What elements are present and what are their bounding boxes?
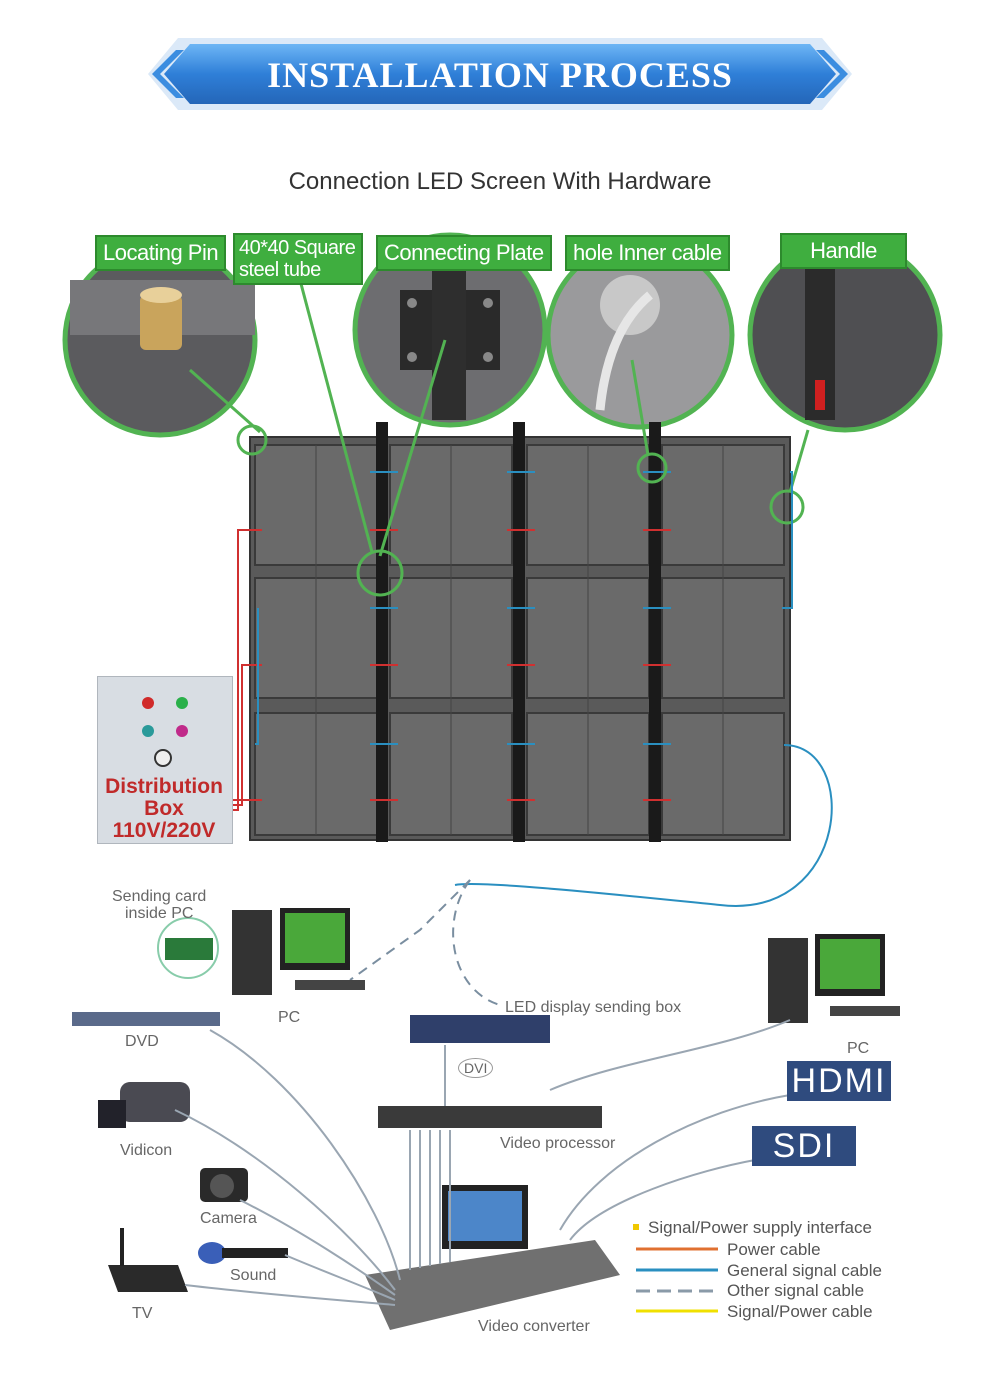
pc-left-label: PC: [278, 1009, 301, 1026]
square-tube-label-line2: steel tube: [239, 259, 321, 281]
page-title: INSTALLATION PROCESS: [267, 55, 733, 95]
inner-cable-label: hole Inner cable: [565, 235, 730, 271]
power-cables: [232, 529, 262, 811]
red-indicator-icon: [142, 697, 154, 709]
teal-indicator-icon: [142, 725, 154, 737]
magenta-indicator-icon: [176, 725, 188, 737]
sending-card-graphic: [157, 917, 219, 979]
signal-cables: [255, 471, 833, 907]
sending-box-label: LED display sending box: [505, 999, 682, 1016]
legend-other-signal-cable: Other signal cable: [727, 1281, 865, 1300]
distribution-box-voltage: 110V/220V: [112, 819, 216, 842]
video-processor-graphic: [378, 1106, 602, 1128]
distribution-box: [97, 676, 233, 844]
green-indicator-icon: [176, 697, 188, 709]
led-screen-wall: [249, 422, 791, 842]
connecting-plate-label: Connecting Plate: [376, 235, 552, 271]
vidicon-graphic: [98, 1082, 190, 1128]
tv-graphic: [108, 1228, 188, 1292]
dvd-label: DVD: [125, 1033, 159, 1050]
video-processor-label: Video processor: [500, 1135, 616, 1152]
video-converter-graphic: [365, 1185, 620, 1330]
sending-box-graphic: [410, 1015, 550, 1043]
microphone-graphic: [198, 1242, 288, 1264]
locating-pin-label: Locating Pin: [95, 235, 227, 271]
vidicon-label: Vidicon: [120, 1142, 173, 1159]
distribution-box-title: Distribution: [105, 775, 223, 798]
sending-card-label-line1: Sending card: [112, 888, 207, 905]
camera-graphic: [200, 1168, 248, 1202]
legend-general-signal-cable: General signal cable: [727, 1261, 882, 1280]
tv-label: TV: [132, 1305, 153, 1322]
pc-right-label: PC: [847, 1040, 870, 1057]
title-banner-graphic: [148, 38, 852, 110]
legend-lines: [633, 1224, 718, 1313]
hdmi-badge: HDMI: [787, 1061, 891, 1101]
locating-pin-zoom: [62, 242, 258, 438]
video-converter-label: Video converter: [478, 1318, 590, 1335]
pc-right-graphic: [768, 934, 900, 1023]
legend-power-cable: Power cable: [727, 1240, 821, 1259]
dvd-graphic: [72, 1012, 220, 1026]
square-tube-label: 40*40 Square steel tube: [233, 233, 363, 285]
dvi-label: DVI: [458, 1058, 494, 1078]
legend-signal-power-interface: Signal/Power supply interface: [648, 1218, 872, 1237]
camera-label: Camera: [200, 1210, 257, 1227]
handle-label: Handle: [780, 233, 907, 269]
diagram-subtitle: Connection LED Screen With Hardware: [288, 168, 712, 195]
handle-zoom: [747, 237, 943, 433]
distribution-box-subtitle: Box: [144, 797, 184, 820]
switch-knob-icon: [154, 749, 172, 767]
sending-card-label-line2: inside PC: [125, 905, 194, 922]
callout-pointers: [189, 279, 810, 597]
sound-label: Sound: [230, 1267, 277, 1284]
connecting-plate-zoom: [352, 232, 548, 428]
legend-signal-power-cable: Signal/Power cable: [727, 1302, 873, 1321]
sdi-badge: SDI: [752, 1126, 856, 1166]
square-tube-label-line1: 40*40 Square: [239, 237, 356, 259]
pc-left-graphic: [232, 908, 365, 995]
device-cables: [174, 1019, 791, 1306]
